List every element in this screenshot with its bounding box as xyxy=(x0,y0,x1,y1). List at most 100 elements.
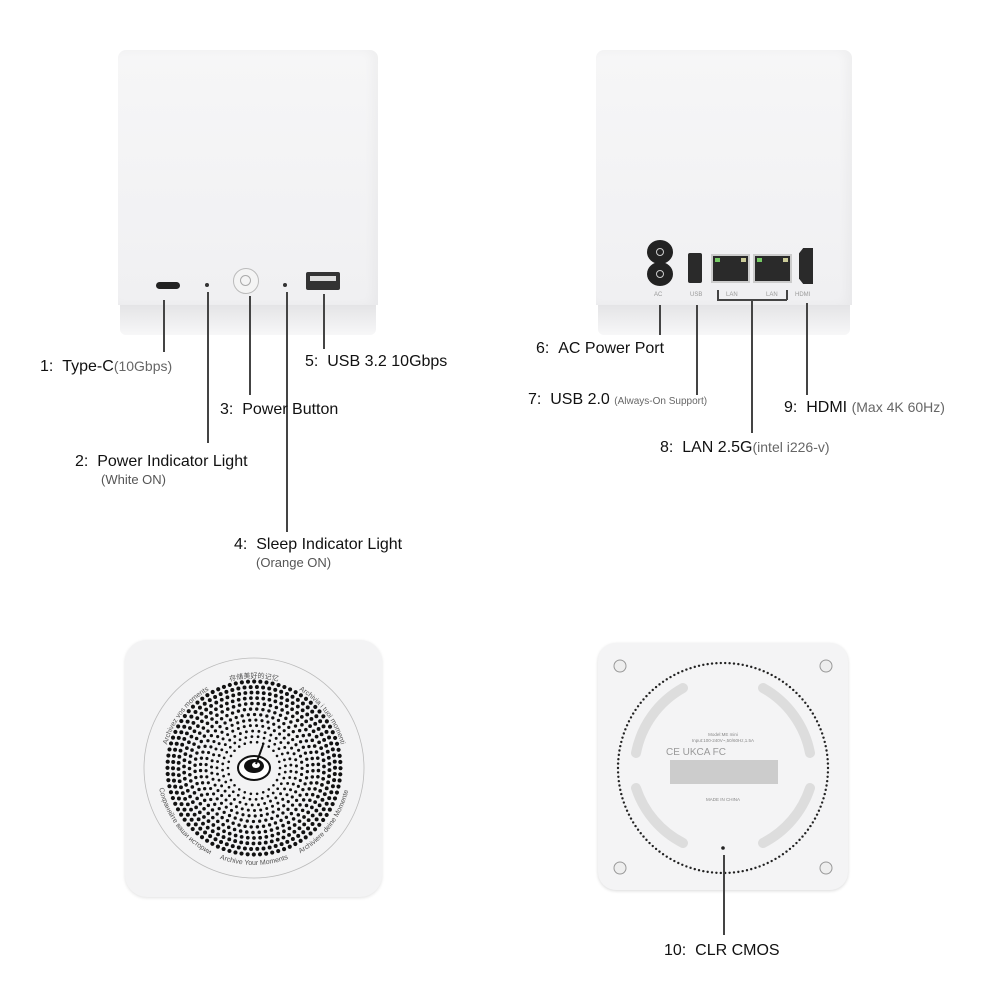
speaker-hole xyxy=(298,803,302,807)
speaker-hole xyxy=(210,841,215,846)
speaker-hole xyxy=(276,848,281,854)
speaker-hole xyxy=(269,839,274,844)
speaker-hole xyxy=(216,760,220,763)
vent-hole xyxy=(642,698,645,701)
vent-hole xyxy=(710,662,714,665)
speaker-hole xyxy=(250,803,254,807)
speaker-hole xyxy=(231,705,236,709)
speaker-hole xyxy=(303,782,307,786)
vent-hole xyxy=(648,841,651,845)
speaker-hole xyxy=(288,776,292,779)
speaker-hole xyxy=(168,790,174,795)
speaker-hole xyxy=(197,787,201,792)
speaker-hole xyxy=(281,823,285,828)
speaker-hole xyxy=(242,696,247,701)
speaker-hole xyxy=(197,745,201,749)
vent-hole xyxy=(824,744,827,748)
speaker-hole xyxy=(294,770,298,774)
speaker-hole xyxy=(182,758,187,763)
vent-hole xyxy=(778,678,781,681)
vent-hole xyxy=(651,688,654,692)
speaker-hole xyxy=(255,707,259,711)
speaker-hole xyxy=(185,788,190,793)
speaker-hole xyxy=(233,741,237,745)
speaker-hole xyxy=(305,705,310,710)
speaker-hole xyxy=(295,718,300,723)
speaker-hole xyxy=(281,797,285,801)
speaker-hole xyxy=(224,798,228,802)
speaker-hole xyxy=(326,780,331,785)
speaker-hole xyxy=(313,704,318,710)
speaker-hole xyxy=(260,797,264,800)
speaker-hole xyxy=(196,724,200,728)
speaker-hole xyxy=(338,772,343,777)
speaker-hole xyxy=(321,770,326,775)
speaker-hole xyxy=(279,782,283,786)
speaker-hole xyxy=(233,734,237,738)
speaker-hole xyxy=(251,852,256,857)
speaker-hole xyxy=(221,846,226,852)
speaker-hole xyxy=(252,679,257,684)
speaker-hole xyxy=(191,800,195,804)
speaker-hole xyxy=(261,696,266,701)
vent-hole xyxy=(811,821,815,824)
speaker-hole xyxy=(275,814,280,818)
speaker-hole xyxy=(287,733,291,737)
speaker-hole xyxy=(244,830,249,834)
vent-hole xyxy=(621,736,624,739)
speaker-hole xyxy=(212,792,216,796)
speaker-hole xyxy=(268,739,272,743)
speaker-hole xyxy=(292,823,297,827)
speaker-hole xyxy=(245,835,250,840)
speaker-hole xyxy=(253,814,257,818)
power-button[interactable] xyxy=(233,268,259,294)
speaker-hole xyxy=(261,691,266,696)
speaker-hole xyxy=(206,811,211,816)
speaker-hole xyxy=(332,765,337,770)
speaker-hole xyxy=(286,781,290,785)
vent-hole xyxy=(723,661,727,665)
speaker-hole xyxy=(320,752,325,757)
speaker-hole xyxy=(327,724,333,729)
speaker-hole xyxy=(221,835,226,840)
speaker-hole xyxy=(255,792,259,796)
speaker-hole xyxy=(291,817,296,821)
speaker-hole xyxy=(294,758,298,762)
speaker-hole xyxy=(282,804,286,808)
speaker-hole xyxy=(215,844,220,849)
screw-hole xyxy=(613,861,627,875)
speaker-hole xyxy=(176,773,181,778)
speaker-hole xyxy=(230,723,234,727)
speaker-hole xyxy=(219,704,224,708)
vent-hole xyxy=(754,866,757,870)
vent-hole xyxy=(774,857,777,861)
speaker-hole xyxy=(301,798,306,802)
speaker-hole xyxy=(332,753,337,758)
vent-hole xyxy=(825,753,829,757)
speaker-hole xyxy=(286,800,290,804)
speaker-hole xyxy=(288,757,292,761)
speaker-hole xyxy=(204,715,209,719)
speaker-hole xyxy=(275,837,280,842)
vent-hole xyxy=(817,724,821,727)
speaker-hole xyxy=(254,718,258,722)
speaker-hole xyxy=(290,694,295,699)
speaker-hole xyxy=(279,741,283,744)
vent-hole xyxy=(801,698,804,701)
speaker-hole xyxy=(193,763,197,767)
speaker-hole xyxy=(238,732,242,736)
callout-usb-3-2: 5: USB 3.2 10Gbps xyxy=(305,353,448,370)
vent-hole xyxy=(673,859,676,863)
speaker-hole xyxy=(260,719,264,723)
speaker-hole xyxy=(219,716,224,721)
vent-hole xyxy=(825,749,828,752)
speaker-hole xyxy=(271,716,275,720)
speaker-hole xyxy=(252,836,256,840)
speaker-hole xyxy=(312,744,317,748)
input-rating-text: Input:100-240V~,50/60Hz,1.5A xyxy=(692,738,754,743)
speaker-hole xyxy=(310,709,315,714)
vent-hole xyxy=(689,666,692,670)
speaker-hole xyxy=(228,718,233,722)
speaker-hole xyxy=(261,791,265,794)
speaker-hole xyxy=(320,783,324,787)
